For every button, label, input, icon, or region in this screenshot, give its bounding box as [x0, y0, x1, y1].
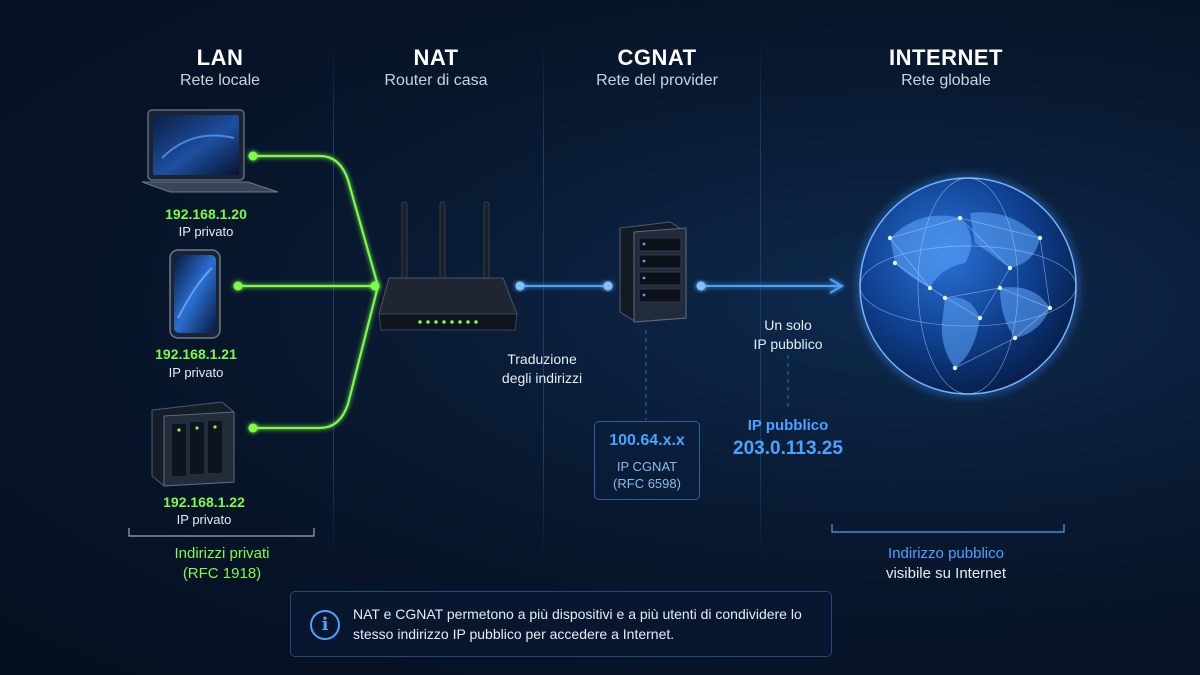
column-subtitle-lan: Rete locale: [179, 72, 261, 89]
internet-note-line2: visibile su Internet: [885, 565, 1007, 582]
nas-link: [253, 285, 380, 430]
cgnat-rfc: (RFC 6598): [613, 476, 681, 491]
link-node: [248, 151, 258, 161]
public-ip-value: 203.0.113.25: [733, 438, 843, 459]
device-ip-nas: 192.168.1.22: [163, 494, 245, 510]
link-node: [515, 281, 525, 291]
lan-note-line2: (RFC 1918): [182, 565, 262, 582]
link-node: [370, 281, 380, 291]
link-node: [248, 423, 258, 433]
info-icon: i: [310, 610, 340, 640]
device-ip-label-phone: IP privato: [168, 365, 224, 380]
column-title-cgnat: CGNAT: [617, 45, 697, 70]
lan-bracket: [128, 528, 315, 537]
device-ip-laptop: 192.168.1.20: [165, 206, 247, 222]
column-title-lan: LAN: [196, 45, 244, 70]
device-ip-label-laptop: IP privato: [178, 224, 234, 239]
router-icon: [378, 201, 518, 331]
lan-note-line1: Indirizzi privati: [174, 545, 270, 562]
column-subtitle-cgnat: Rete del provider: [596, 72, 718, 89]
link-node: [603, 281, 613, 291]
device-ip-label-nas: IP privato: [176, 512, 232, 527]
cgnat-ip-label: IP CGNAT: [616, 459, 678, 474]
cgnat-server-icon: [619, 221, 687, 323]
public-ip-label: IP pubblico: [747, 417, 829, 434]
column-divider: [333, 40, 334, 560]
column-divider: [543, 40, 544, 560]
column-subtitle-nat: Router di casa: [384, 72, 488, 89]
globe-icon: [856, 174, 1080, 398]
column-title-internet: INTERNET: [889, 45, 1003, 70]
nas-icon: [151, 401, 235, 487]
internet-note: Indirizzo pubblico visibile su Internet: [846, 544, 1046, 584]
cgnat-ip: 100.64.x.x: [609, 432, 685, 449]
info-text: NAT e CGNAT permetono a più dispositivi …: [353, 606, 802, 642]
public-ip-note: Un solo IP pubblico: [718, 316, 858, 354]
public-ip-note-line1: Un solo: [764, 317, 812, 333]
smartphone-icon: [169, 249, 221, 339]
lan-note: Indirizzi privati (RFC 1918): [122, 544, 322, 584]
link-node: [233, 281, 243, 291]
cgnat-ip-box: 100.64.x.x IP CGNAT (RFC 6598): [594, 421, 700, 500]
lan-links: [238, 154, 380, 430]
internet-note-line1: Indirizzo pubblico: [888, 545, 1004, 562]
laptop-link: [253, 154, 380, 287]
column-subtitle-internet: Rete globale: [901, 72, 991, 89]
info-box: i NAT e CGNAT permetono a più dispositiv…: [290, 591, 832, 657]
internet-bracket: [831, 524, 1065, 533]
nat-note-line2: degli indirizzi: [501, 370, 583, 386]
column-title-nat: NAT: [413, 45, 459, 70]
nat-note-line1: Traduzione: [507, 351, 577, 367]
column-divider: [760, 40, 761, 560]
device-ip-phone: 192.168.1.21: [155, 346, 237, 362]
arrow-head: [829, 278, 844, 294]
nat-note: Traduzione degli indirizzi: [462, 350, 622, 388]
public-ip-note-line2: IP pubblico: [753, 336, 823, 352]
link-node: [696, 281, 706, 291]
laptop-icon: [142, 109, 279, 193]
